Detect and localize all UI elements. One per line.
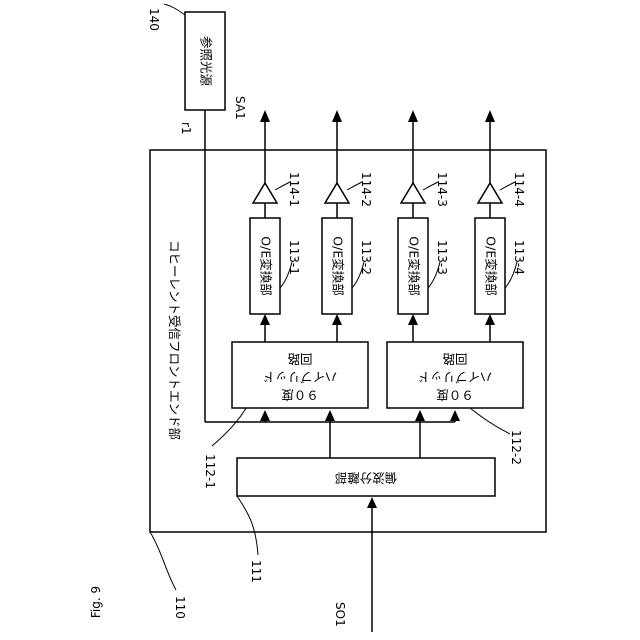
output-4-arrow [485, 110, 495, 122]
frontend-title: コヒーレント受信フロントエンド部 [167, 240, 182, 440]
splitter-label: 偏波分離部 [335, 471, 398, 486]
hybrid-2-ref-label: 112-2 [509, 430, 523, 465]
reference-line-label: r1 [179, 122, 193, 135]
output-3-arrow [408, 110, 418, 122]
oe-3-label: O/E変換部 [407, 236, 422, 295]
hybrid-1-ref-label: 112-1 [203, 454, 217, 489]
oe-4-ref-label: 113-4 [512, 240, 526, 275]
oe-3-ref-label: 113-3 [435, 240, 449, 275]
amp-3-ref-label: 114-3 [435, 172, 449, 207]
amp-4-ref-label: 114-4 [512, 172, 526, 207]
oe-2-label: O/E変換部 [331, 236, 346, 295]
oe-1-label: O/E変換部 [259, 236, 274, 295]
hybrid-2-line2: ハイブリッド [418, 370, 493, 385]
hybrid-2-line3: 回路 [442, 352, 468, 367]
figure-caption: Fig. 9 [89, 586, 103, 618]
input-signal-label: SO1 [333, 602, 347, 627]
output-1-arrow [260, 110, 270, 122]
output-2-arrow [332, 110, 342, 122]
amp-2-ref-label: 114-2 [359, 172, 373, 207]
light-ref-label: 140 [147, 8, 161, 31]
oe-2-ref-label: 113-2 [359, 240, 373, 275]
hybrid-1-line3: 回路 [287, 352, 313, 367]
hybrid-2-line1: ９０度 [436, 388, 474, 403]
output-signal-label: SA1 [233, 96, 247, 120]
oe-4-label: O/E変換部 [484, 236, 499, 295]
splitter-ref-label: 111 [249, 560, 263, 583]
frontend-ref-label: 110 [173, 596, 187, 619]
hybrid-1-line1: ９０度 [281, 388, 319, 403]
hybrid-1-line2: ハイブリッド [263, 370, 338, 385]
oe-1-ref-label: 113-1 [287, 240, 301, 275]
light-ref-leader [164, 4, 185, 15]
reference-light-label: 参照光源 [199, 36, 214, 87]
frontend-ref-leader [150, 532, 176, 590]
amp-1-ref-label: 114-1 [287, 172, 301, 207]
